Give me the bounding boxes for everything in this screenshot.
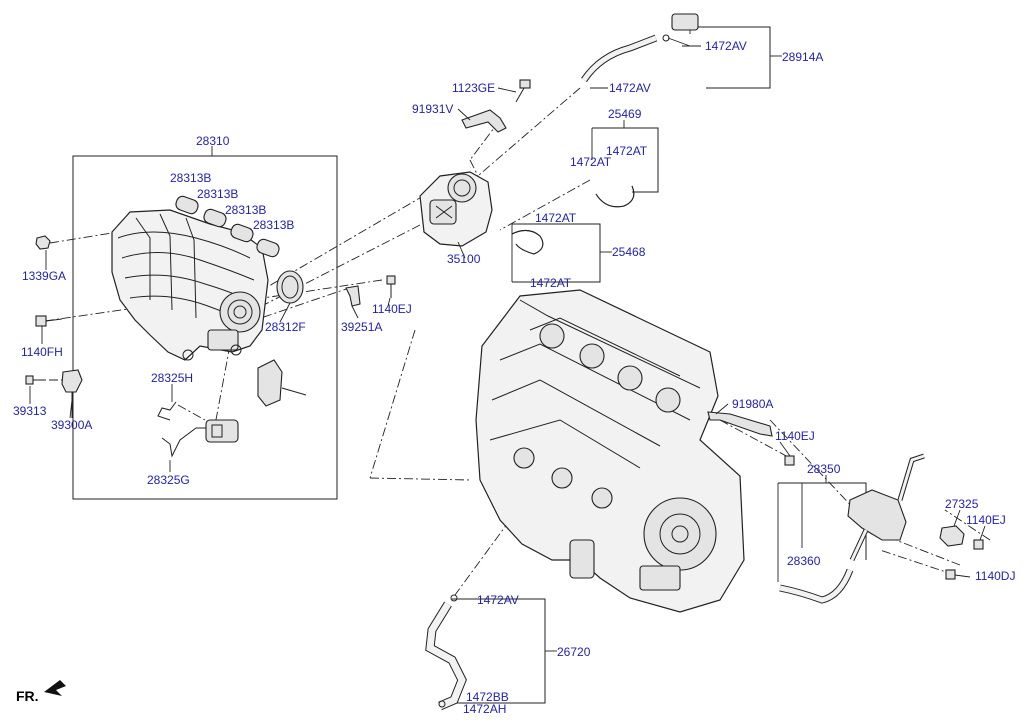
throttle-body-35100[interactable] xyxy=(419,171,493,247)
label-1140EJ-a[interactable]: 1140EJ xyxy=(372,302,412,316)
actuator[interactable] xyxy=(257,359,307,407)
label-25469[interactable]: 25469 xyxy=(608,107,642,121)
label-1140FH[interactable]: 1140FH xyxy=(21,345,63,359)
label-28310[interactable]: 28310 xyxy=(196,134,230,148)
label-39251A[interactable]: 39251A xyxy=(341,320,383,334)
label-1140EJ-c[interactable]: 1140EJ xyxy=(966,513,1006,527)
hose-26720[interactable] xyxy=(425,594,467,711)
label-1472BB[interactable]: 1472BB xyxy=(466,690,509,704)
engine-block[interactable] xyxy=(475,289,745,613)
sensor-39300A[interactable] xyxy=(61,369,83,418)
label-1472AV-top-1[interactable]: 1472AV xyxy=(705,39,747,53)
label-1472AH[interactable]: 1472AH xyxy=(463,702,507,716)
label-1140EJ-b[interactable]: 1140EJ xyxy=(775,429,815,443)
pipe-assembly-28350[interactable] xyxy=(847,453,925,562)
bolt-1339GA[interactable] xyxy=(35,235,51,250)
label-28350[interactable]: 28350 xyxy=(807,462,841,476)
bolt-39313[interactable] xyxy=(25,375,46,385)
label-28313B-3[interactable]: 28313B xyxy=(225,203,267,217)
bracket-91931V[interactable] xyxy=(461,109,507,133)
label-28313B-2[interactable]: 28313B xyxy=(197,187,239,201)
hose-25469[interactable] xyxy=(595,185,635,208)
label-28313B-1[interactable]: 28313B xyxy=(170,171,212,185)
label-39300A[interactable]: 39300A xyxy=(51,418,93,432)
label-1123GE[interactable]: 1123GE xyxy=(452,81,496,95)
label-1339GA[interactable]: 1339GA xyxy=(22,269,67,283)
label-1472AT-b[interactable]: 1472AT xyxy=(570,155,612,169)
label-91931V[interactable]: 91931V xyxy=(412,102,454,116)
reference-brackets xyxy=(72,26,867,704)
label-25468[interactable]: 25468 xyxy=(612,245,646,259)
label-1472AT-c[interactable]: 1472AT xyxy=(535,211,577,225)
bracket-91980A[interactable] xyxy=(707,411,773,437)
label-39313[interactable]: 39313 xyxy=(13,404,47,418)
label-leaders xyxy=(29,37,986,578)
bolt-1140DJ[interactable] xyxy=(945,569,956,580)
hose-25468[interactable] xyxy=(511,230,544,255)
label-1472AV-top-2[interactable]: 1472AV xyxy=(609,81,651,95)
bolt-1140FH[interactable] xyxy=(35,315,63,327)
bolt-1140EJ-middle[interactable] xyxy=(784,455,795,466)
sensor-27325[interactable] xyxy=(939,525,965,547)
purge-valve[interactable] xyxy=(205,419,239,443)
label-1472AT-a[interactable]: 1472AT xyxy=(606,144,648,158)
label-28360[interactable]: 28360 xyxy=(787,554,821,568)
hose-28360[interactable] xyxy=(779,568,854,604)
bracket-39251A[interactable] xyxy=(345,285,361,307)
label-28325H[interactable]: 28325H xyxy=(151,371,194,385)
front-orientation-label: FR. xyxy=(16,688,39,704)
bolt-1140EJ-upper[interactable] xyxy=(386,275,396,298)
hose-28914A[interactable] xyxy=(581,13,699,83)
label-28914A[interactable]: 28914A xyxy=(782,50,824,64)
intake-manifold-28310[interactable] xyxy=(111,209,269,361)
front-arrow-icon xyxy=(44,680,66,696)
hose-28325H[interactable] xyxy=(157,401,177,421)
gaskets-28313B[interactable] xyxy=(174,195,280,259)
label-1140DJ[interactable]: 1140DJ xyxy=(975,569,1016,583)
label-26720[interactable]: 26720 xyxy=(557,645,591,659)
hose-28325G[interactable] xyxy=(161,427,210,458)
label-28313B-4[interactable]: 28313B xyxy=(253,218,295,232)
label-28325G[interactable]: 28325G xyxy=(147,473,190,487)
label-28312F[interactable]: 28312F xyxy=(265,320,306,334)
label-91980A[interactable]: 91980A xyxy=(732,397,774,411)
bolt-1140EJ-right[interactable] xyxy=(973,539,984,550)
label-1472AV-bottom[interactable]: 1472AV xyxy=(477,593,519,607)
label-27325[interactable]: 27325 xyxy=(945,497,979,511)
label-35100[interactable]: 35100 xyxy=(447,252,481,266)
label-1472AT-d[interactable]: 1472AT xyxy=(530,276,572,290)
bolt-1123GE[interactable] xyxy=(515,79,531,103)
